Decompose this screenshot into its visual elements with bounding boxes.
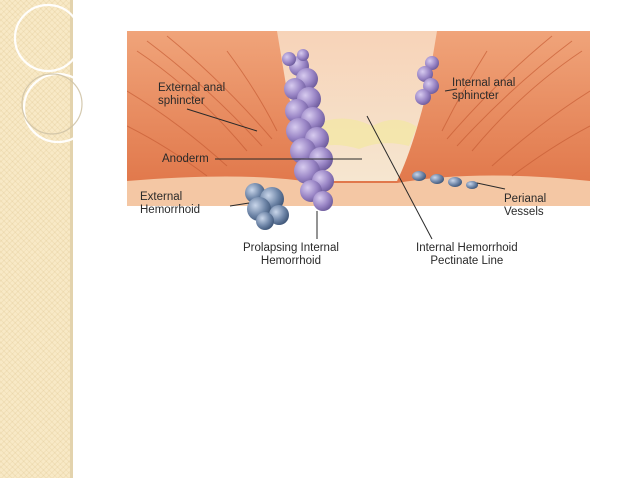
label-external-hemorrhoid: External Hemorrhoid — [140, 191, 201, 216]
internal-hemorrhoid-cluster — [282, 49, 334, 211]
left-muscle-fibers — [127, 35, 278, 177]
perianal-vessels — [412, 171, 478, 189]
label-internal-anal-sphincter: Internal anal sphincter — [452, 77, 516, 102]
right-muscle-fibers — [441, 35, 590, 177]
label-prolapsing-internal-hemorrhoid: Prolapsing Internal Hemorrhoid — [243, 242, 339, 267]
label-internal-hemorrhoid-pectinate-line: Internal Hemorrhoid Pectinate Line — [416, 242, 518, 267]
right-internal-hemorrhoid — [415, 56, 439, 105]
side-strip-edge — [70, 0, 73, 478]
anatomy-illustration — [127, 31, 590, 271]
figure-blank-area — [127, 206, 590, 271]
label-perianal-vessels: Perianal Vessels — [504, 193, 547, 218]
anatomy-figure — [127, 31, 590, 271]
decorative-rings — [13, 3, 90, 144]
label-external-anal-sphincter: External anal sphincter — [158, 82, 226, 107]
mucosa-folds — [312, 118, 417, 149]
label-anoderm: Anoderm — [162, 153, 209, 165]
leader-lines — [186, 88, 506, 240]
external-hemorrhoid-cluster — [245, 183, 289, 230]
